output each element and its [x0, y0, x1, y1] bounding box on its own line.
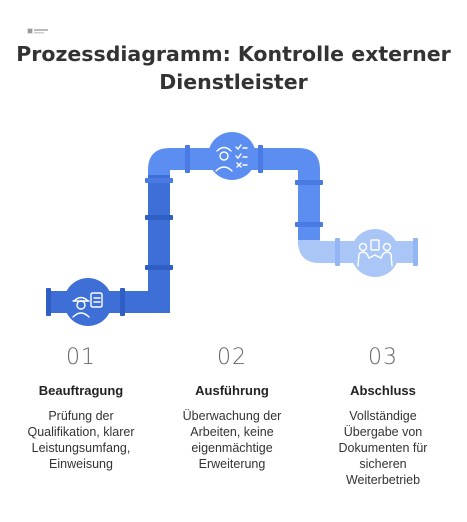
- step-1-node: [64, 278, 112, 326]
- worker-tasks-icon: [215, 144, 248, 172]
- handover-icon: [357, 239, 393, 267]
- step-1-line-1: Prüfung der: [48, 409, 114, 423]
- step-2-node: [208, 132, 256, 180]
- step-3-line-2: Übergabe von: [343, 425, 423, 439]
- step-2-line-3: eigenmächtige: [191, 441, 273, 455]
- step-1-number: 01: [66, 345, 96, 370]
- title-line-2: Dienstleister: [159, 70, 308, 94]
- step-1-line-2: Qualifikation, klarer: [27, 425, 135, 439]
- step-1-line-4: Einweisung: [49, 457, 113, 471]
- step-2-line-4: Erweiterung: [198, 457, 266, 471]
- page-title: Prozessdiagramm: Kontrolle externer Dien…: [0, 40, 467, 96]
- step-3-line-5: Weiterbetrieb: [345, 473, 421, 487]
- step-3-line-3: Dokumenten für: [338, 441, 428, 455]
- step-3-line-1: Vollständige: [349, 409, 417, 423]
- step-2-line-1: Überwachung der: [182, 409, 282, 423]
- step-2-line-2: Arbeiten, keine: [190, 425, 274, 439]
- worker-checklist-icon: [72, 292, 103, 318]
- step-1-line-3: Leistungsumfang,: [31, 441, 131, 455]
- company-logo: [27, 28, 48, 34]
- step-3-node: [351, 229, 399, 277]
- title-line-1: Prozessdiagramm: Kontrolle externer: [16, 42, 451, 66]
- step-3-heading: Abschluss: [350, 383, 416, 398]
- step-3-description: Vollständige Übergabe von Dokumenten für…: [308, 408, 458, 488]
- step-2-number: 02: [217, 345, 247, 370]
- step-3-line-4: sicheren: [359, 457, 407, 471]
- step-1-description: Prüfung der Qualifikation, klarer Leistu…: [6, 408, 156, 472]
- step-2-heading: Ausführung: [195, 383, 269, 398]
- step-1-heading: Beauftragung: [38, 383, 124, 398]
- step-3-number: 03: [368, 345, 398, 370]
- step-2-description: Überwachung der Arbeiten, keine eigenmäc…: [157, 408, 307, 472]
